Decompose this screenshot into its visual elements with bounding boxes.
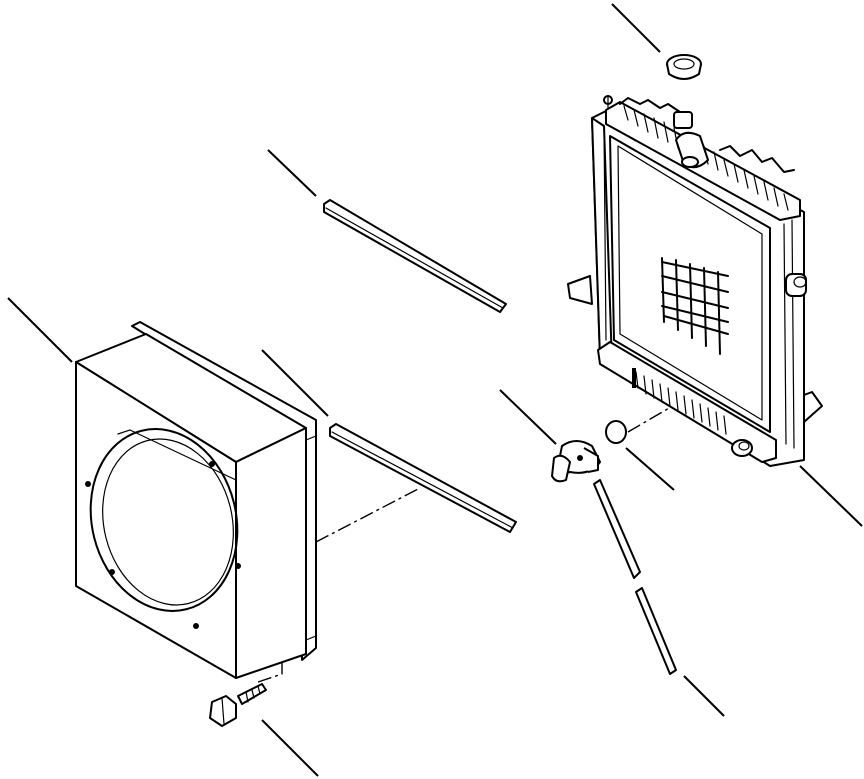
centerline-oring-to-radiator (627, 403, 677, 433)
lower-seal-strip-icon (329, 423, 517, 533)
o-ring-icon (605, 420, 627, 444)
leader-fan-shroud (7, 297, 73, 363)
leader-o-ring (625, 447, 675, 491)
drain-hose-icon (593, 479, 677, 675)
centerline-shroud-to-radiator (315, 487, 421, 543)
leader-lower-seal-strip (261, 349, 329, 417)
leader-drain-valve (499, 389, 557, 445)
radiator-top-tank-fins (619, 97, 795, 211)
radiator-cap-icon (666, 54, 702, 80)
leader-upper-seal-strip (267, 149, 317, 197)
callout-leaders (7, 3, 863, 777)
fan-shroud-icon (75, 321, 317, 679)
radiator-core-grid (661, 257, 729, 355)
leader-drain-hose (683, 675, 725, 717)
upper-seal-strip-icon (323, 199, 507, 313)
mounting-bolt-icon (209, 683, 267, 727)
radiator-icon (567, 95, 823, 467)
assembly-centerlines (257, 403, 677, 683)
leader-mounting-bolt (261, 719, 319, 777)
drain-valve-icon (551, 440, 601, 483)
leader-radiator-cap (611, 3, 661, 53)
leader-radiator (799, 465, 863, 527)
radiator-bottom-fins (632, 368, 727, 435)
